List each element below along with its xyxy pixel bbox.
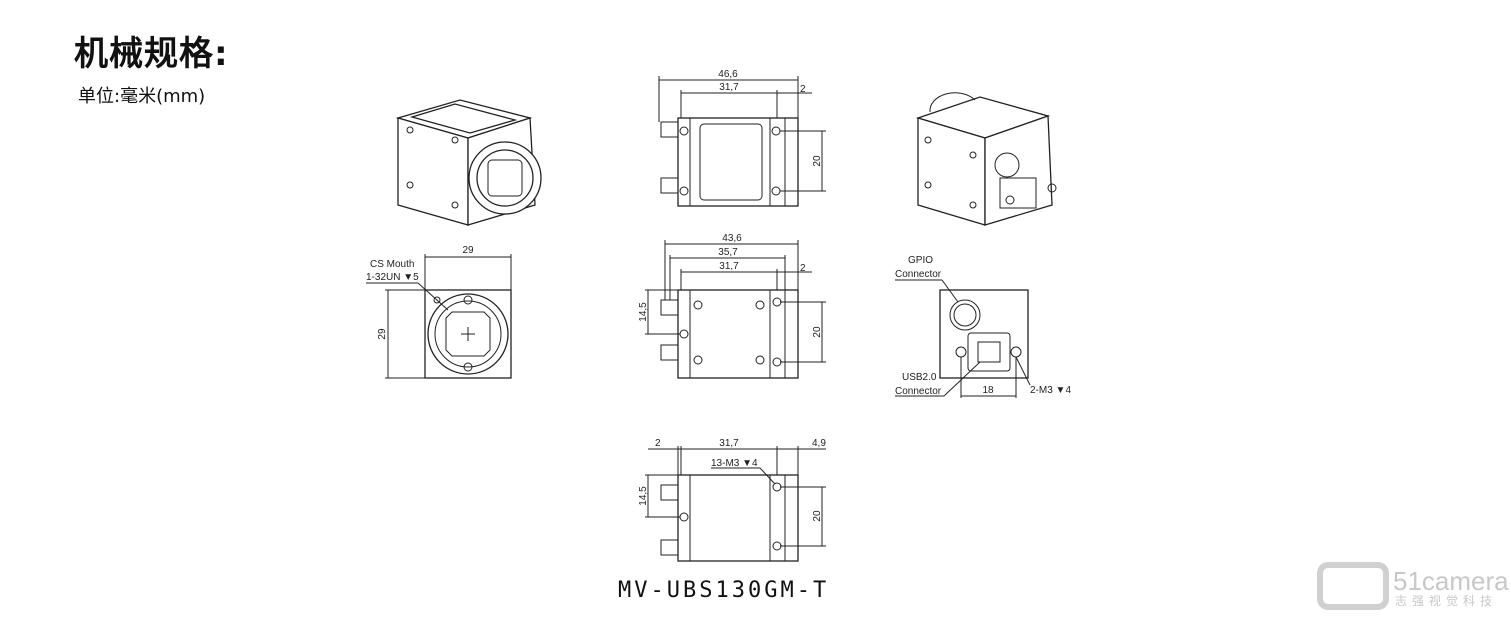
iso-front-view — [395, 99, 542, 226]
usb-sub: Connector — [895, 386, 942, 397]
dim-mid: 35,7 — [718, 247, 738, 258]
screw-spec: 2-M3 ▼4 — [1030, 385, 1071, 396]
model-name: MV-UBS130GM-T — [618, 578, 830, 603]
dim-offset: 14,5 — [638, 302, 649, 322]
gpio-sub: Connector — [895, 269, 942, 280]
dim-screw-spacing: 18 — [982, 385, 994, 396]
cs-mount-thread: 1-32UN ▼5 — [366, 272, 419, 283]
dim-body: 31,7 — [719, 261, 739, 272]
dim-body: 31,7 — [719, 438, 739, 449]
gpio-label: GPIO — [908, 255, 933, 266]
dim-hole-spacing: 20 — [812, 326, 823, 338]
dim-flange: 2 — [655, 438, 661, 449]
unit-label: 单位:毫米(mm) — [78, 86, 206, 107]
dim-overall: 46,6 — [718, 69, 738, 80]
bottom-view: 2 31,7 4,9 13-M3 ▼4 14,5 20 — [638, 438, 826, 562]
cs-mount-label: CS Mouth — [370, 259, 414, 270]
dim-width: 29 — [462, 245, 474, 256]
page-title: 机械规格: — [74, 34, 229, 74]
dim-height: 29 — [377, 328, 388, 340]
top-view: 46,6 31,7 2 20 — [658, 69, 826, 207]
dim-flange: 2 — [800, 84, 806, 95]
dim-offset: 14,5 — [638, 486, 649, 506]
hole-spec: 13-M3 ▼4 — [711, 458, 758, 469]
usb-label: USB2.0 — [902, 372, 937, 383]
watermark-logo: 51camera 志强视觉科技 — [1317, 562, 1509, 610]
dim-hole-spacing: 20 — [812, 155, 823, 167]
back-face-view: GPIO Connector USB2.0 Connector 18 2-M3 … — [895, 255, 1071, 398]
side-view: 43,6 35,7 31,7 2 14,5 20 — [638, 233, 826, 379]
watermark-name: 51camera — [1393, 566, 1509, 596]
watermark-sub: 志强视觉科技 — [1395, 593, 1497, 608]
dim-flange: 2 — [800, 263, 806, 274]
iso-rear-view — [915, 92, 1057, 226]
dim-hole-spacing: 20 — [812, 510, 823, 522]
dim-overall: 43,6 — [722, 233, 742, 244]
dim-body: 31,7 — [719, 82, 739, 93]
dim-rear: 4,9 — [812, 438, 826, 449]
front-face-view: 29 29 CS Mouth 1-32UN ▼5 — [366, 245, 512, 379]
